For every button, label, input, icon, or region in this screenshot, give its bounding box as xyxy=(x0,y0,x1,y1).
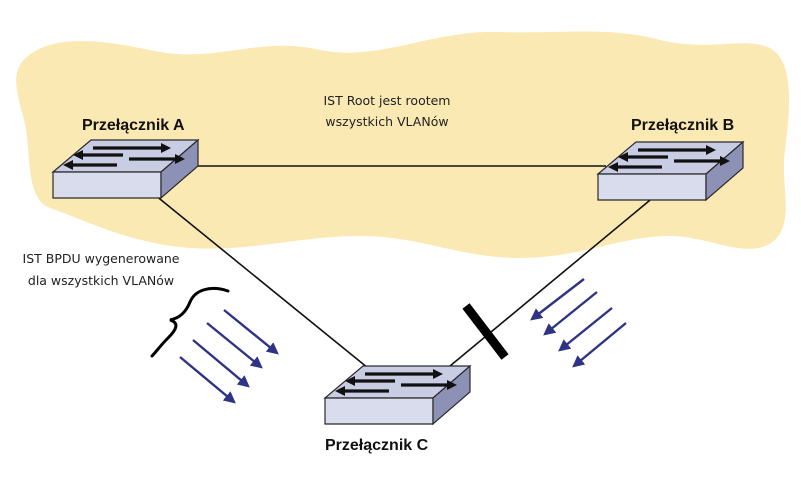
switch-a-label: Przełącznik A xyxy=(82,117,185,134)
switch-b-label: Przełącznik B xyxy=(631,117,734,134)
switch-arrow-icon xyxy=(93,143,171,153)
bpdu-arrow-icon xyxy=(530,278,585,321)
switch-arrow-icon xyxy=(401,380,457,390)
network-switch-icon xyxy=(323,364,472,426)
bpdu-arrows-left xyxy=(179,309,279,404)
blocked-port-icon xyxy=(462,303,509,360)
ist-root-note-line-1: IST Root jest rootem xyxy=(323,93,450,108)
ist-bpdu-note-line-2: dla wszystkich VLANów xyxy=(28,273,174,288)
switch-arrow-icon xyxy=(335,386,389,396)
bpdu-arrows-right xyxy=(530,278,627,368)
bpdu-arrow-icon xyxy=(572,322,627,368)
switch-arrow-icon xyxy=(365,369,443,379)
switch-arrow-icon xyxy=(674,156,730,166)
switch-arrow-icon xyxy=(618,152,668,162)
switch-c[interactable] xyxy=(323,364,472,426)
switch-a[interactable] xyxy=(51,138,200,200)
switch-b[interactable] xyxy=(596,140,745,202)
switch-arrow-icon xyxy=(608,162,662,172)
switch-c-label: Przełącznik C xyxy=(325,437,429,454)
curly-brace-icon xyxy=(150,287,230,358)
mst-region-cloud xyxy=(16,31,790,258)
bpdu-arrow-icon xyxy=(223,309,279,355)
bpdu-arrow-icon xyxy=(179,356,236,404)
bpdu-arrow-icon xyxy=(543,291,598,336)
switch-arrow-icon xyxy=(73,150,123,160)
bpdu-arrow-icon xyxy=(192,339,250,388)
link-b-c xyxy=(449,195,656,367)
network-switch-icon xyxy=(51,138,200,200)
ist-bpdu-note-line-1: IST BPDU wygenerowane xyxy=(23,251,180,266)
network-switch-icon xyxy=(596,140,745,202)
switch-arrow-icon xyxy=(129,154,185,164)
switch-arrow-icon xyxy=(345,376,395,386)
bpdu-arrow-icon xyxy=(206,322,263,369)
bpdu-arrow-icon xyxy=(558,307,613,352)
ist-root-note-line-2: wszystkich VLANów xyxy=(325,114,448,129)
switch-arrow-icon xyxy=(638,145,716,155)
switch-arrow-icon xyxy=(63,160,117,170)
link-a-c xyxy=(154,194,369,369)
